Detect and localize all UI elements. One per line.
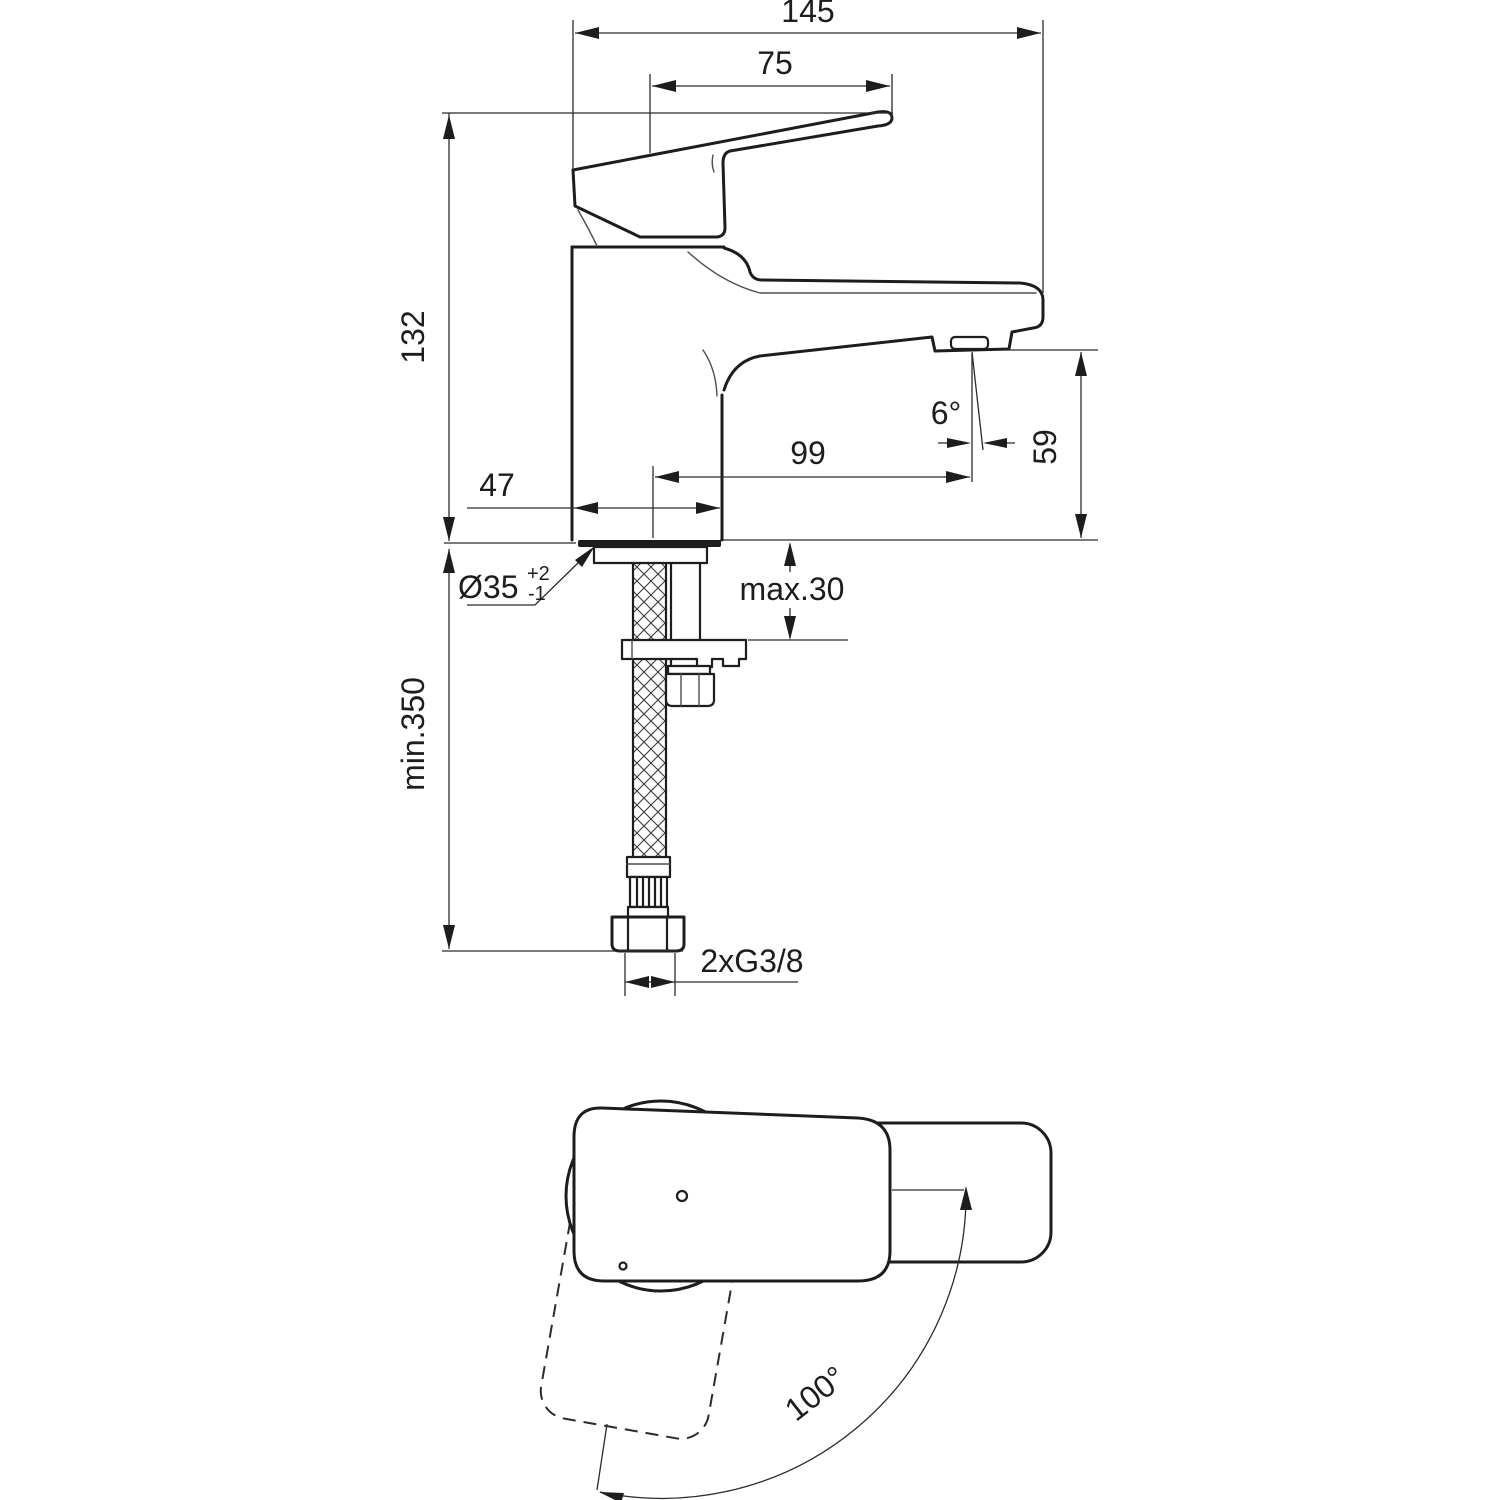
mounting-surface-line: [444, 539, 1098, 544]
dimension-spout-angle-label: 6°: [931, 395, 962, 431]
dimension-handle-length-label: 75: [757, 45, 793, 81]
rotated-handle-centerline: [596, 1423, 608, 1491]
dimension-swivel-angle-label: 100°: [778, 1359, 852, 1428]
hose-connection-end: [610, 855, 686, 953]
hose-braid: [633, 563, 666, 858]
faucet-body: [570, 209, 726, 542]
dimension-height: 132: [395, 112, 893, 541]
dimension-connection-size: 2xG3/8: [624, 943, 804, 996]
dimension-base-width: 47: [467, 466, 720, 538]
mounting-flange: [620, 638, 748, 669]
base-gasket: [578, 540, 721, 547]
handle-hole-front: [618, 1261, 628, 1271]
handle-lever: [571, 110, 894, 239]
dimension-height-label: 132: [395, 310, 431, 363]
dimension-hole-diameter: Ø35 +2 -1: [458, 546, 595, 606]
handle-plan: [572, 1106, 892, 1283]
dimension-deck-thickness: max.30: [740, 542, 848, 641]
mounting-shank: [592, 545, 709, 565]
dimension-overall-width: 145: [572, 0, 1044, 293]
dimension-spout-reach: 99: [655, 353, 973, 483]
hole-tolerance-minus: -1: [528, 583, 546, 605]
dimension-spout-height: 59: [1004, 349, 1098, 538]
dimension-handle-length: 75: [649, 45, 893, 153]
dimension-spout-reach-label: 99: [790, 435, 826, 471]
top-view: 100°: [539, 1099, 1053, 1500]
handle-indicator-dot: [615, 158, 627, 164]
dimension-connection-size-label: 2xG3/8: [700, 943, 803, 979]
dimension-spout-height-label: 59: [1027, 429, 1063, 465]
cartridge-arc: [577, 209, 598, 247]
dimension-hole-diameter-label: Ø35: [458, 569, 518, 605]
dimension-hose-length: min.350: [395, 549, 683, 952]
dimension-overall-width-label: 145: [781, 0, 834, 29]
connection-nut: [610, 915, 686, 953]
dimension-deck-thickness-label: max.30: [740, 571, 845, 607]
dimension-spout-angle: 6°: [931, 351, 1015, 451]
dimension-hose-length-label: min.350: [395, 677, 431, 791]
hose-ferrule: [625, 855, 672, 879]
hole-tolerance-plus: +2: [527, 563, 550, 585]
mounting-nut: [664, 664, 716, 708]
handle-hole-center: [675, 1189, 689, 1203]
spout: [687, 246, 1045, 397]
supply-hose: [631, 561, 668, 860]
hose-edges: [631, 561, 668, 860]
dimension-base-width-label: 47: [479, 467, 515, 503]
side-view: 145 75 132 min.350: [395, 0, 1098, 996]
aerator: [949, 335, 990, 351]
